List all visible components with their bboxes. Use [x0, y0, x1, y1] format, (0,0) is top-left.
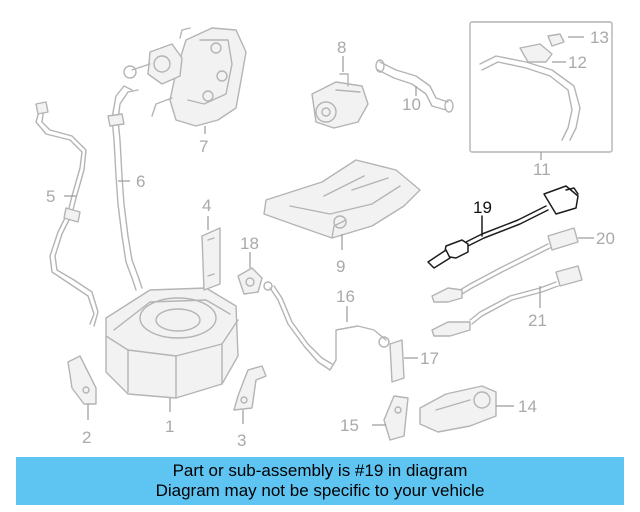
callout-4: 4 [202, 196, 211, 215]
callout-21: 21 [528, 311, 547, 330]
callout-17: 17 [420, 349, 439, 368]
part-6-hose [107, 85, 143, 291]
banner-line-2: Diagram may not be specific to your vehi… [155, 481, 485, 500]
part-15-plate [383, 395, 409, 441]
callout-7: 7 [199, 137, 208, 156]
part-1-housing [105, 287, 239, 399]
callout-11: 11 [533, 160, 551, 179]
part-5-hose [35, 101, 99, 327]
callout-10: 10 [402, 95, 421, 114]
callout-19: 19 [473, 198, 492, 217]
part-4-bracket [201, 227, 221, 291]
parts-diagram: 7 5 6 1 2 4 3 [35, 21, 615, 450]
callout-3: 3 [237, 431, 246, 450]
part-2-bracket [67, 355, 97, 405]
info-banner: Part or sub-assembly is #19 in diagram D… [16, 457, 624, 505]
part-3-bracket [233, 365, 267, 411]
part-21-sensor [431, 265, 583, 337]
callout-6: 6 [136, 172, 145, 191]
callout-13: 13 [590, 28, 609, 47]
callout-12: 12 [568, 53, 587, 72]
callout-16: 16 [336, 287, 355, 306]
part-17-bracket [389, 339, 405, 383]
part-20-sensor [431, 227, 579, 303]
callout-14: 14 [518, 397, 537, 416]
callout-18: 18 [240, 234, 259, 253]
part-8-pump [311, 73, 369, 129]
callout-1: 1 [165, 417, 174, 436]
part-11-hose [479, 33, 581, 141]
part-7-bracket [123, 27, 247, 127]
banner-line-1: Part or sub-assembly is #19 in diagram [172, 461, 468, 480]
callout-9: 9 [336, 257, 345, 276]
callout-8: 8 [337, 38, 346, 57]
part-14-pump [419, 385, 497, 433]
callout-15: 15 [340, 416, 359, 435]
callout-5: 5 [46, 187, 55, 206]
callout-20: 20 [596, 229, 615, 248]
part-18-clip [237, 267, 263, 295]
part-16-pipe [263, 281, 390, 371]
part-10-hose [375, 59, 454, 113]
part-9-shield [263, 159, 421, 239]
callout-2: 2 [82, 428, 91, 447]
part-19-oxygen-sensor [427, 185, 579, 269]
